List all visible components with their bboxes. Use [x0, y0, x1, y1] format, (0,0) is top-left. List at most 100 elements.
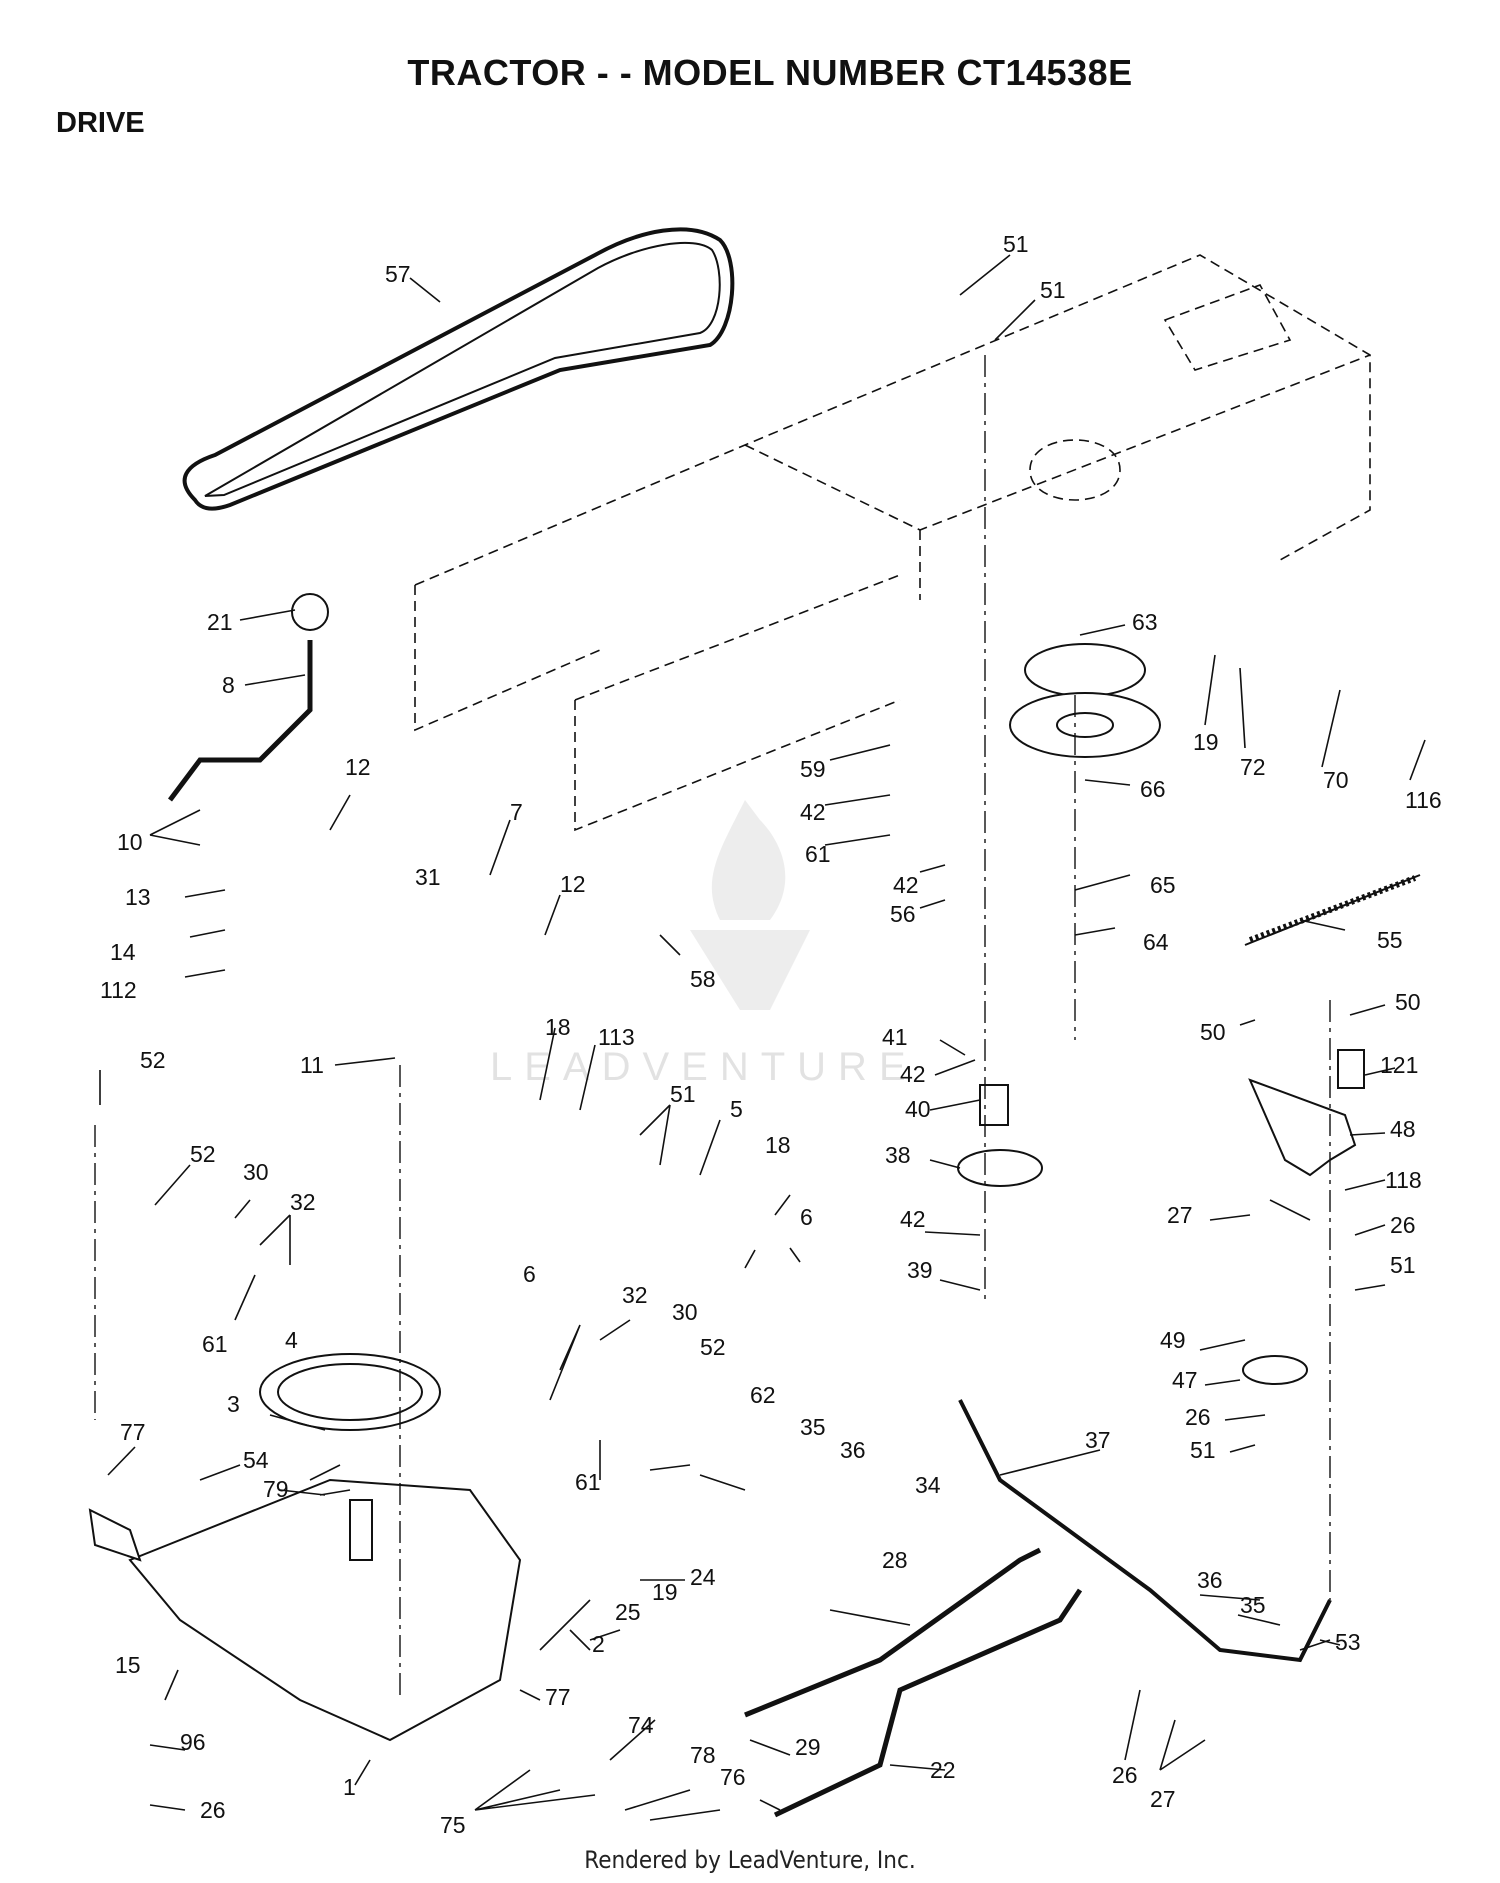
callout-32: 32 [622, 1282, 648, 1308]
spring-55 [1244, 874, 1421, 946]
callout-50: 50 [1200, 1019, 1226, 1045]
callout-26: 26 [200, 1797, 226, 1823]
callout-11: 11 [300, 1052, 324, 1078]
callout-63: 63 [1132, 609, 1158, 635]
callout-36: 36 [840, 1437, 866, 1463]
callout-53: 53 [1335, 1629, 1361, 1655]
callout-12: 12 [560, 871, 586, 897]
rod-28 [744, 1547, 1042, 1718]
callout-27: 27 [1167, 1202, 1193, 1228]
callout-35: 35 [1240, 1592, 1266, 1618]
leader-lines [99, 254, 1426, 1821]
callout-96: 96 [180, 1729, 206, 1755]
callout-70: 70 [1323, 767, 1349, 793]
callout-42: 42 [893, 872, 919, 898]
callout-18: 18 [765, 1132, 791, 1158]
callout-61: 61 [575, 1469, 601, 1495]
center-lines [94, 355, 1331, 1700]
callout-26: 26 [1112, 1762, 1138, 1788]
callout-18: 18 [545, 1014, 571, 1040]
callout-79: 79 [263, 1476, 289, 1502]
callout-42: 42 [900, 1061, 926, 1087]
callout-19: 19 [652, 1579, 678, 1605]
callout-55: 55 [1377, 927, 1403, 953]
callout-121: 121 [1380, 1052, 1418, 1078]
callout-3: 3 [227, 1391, 240, 1417]
callout-50: 50 [1395, 989, 1421, 1015]
callout-74: 74 [628, 1712, 654, 1738]
callout-36: 36 [1197, 1567, 1223, 1593]
callout-5: 5 [730, 1096, 743, 1122]
callout-25: 25 [615, 1599, 641, 1625]
callout-51: 51 [1003, 231, 1029, 257]
callout-77: 77 [120, 1419, 146, 1445]
callout-57: 57 [385, 261, 411, 287]
callout-51: 51 [1390, 1252, 1416, 1278]
callout-116: 116 [1405, 787, 1442, 813]
callout-12: 12 [345, 754, 371, 780]
callout-37: 37 [1085, 1427, 1111, 1453]
callout-39: 39 [907, 1257, 933, 1283]
pulley-3 [259, 1353, 441, 1431]
callout-52: 52 [140, 1047, 166, 1073]
callout-64: 64 [1143, 929, 1169, 955]
callout-38: 38 [885, 1142, 911, 1168]
callout-14: 14 [110, 939, 136, 965]
callout-52: 52 [190, 1141, 216, 1167]
callout-1: 1 [343, 1774, 356, 1800]
callout-61: 61 [202, 1331, 228, 1357]
pulley-63 [1009, 643, 1161, 758]
callout-77: 77 [545, 1684, 571, 1710]
callout-42: 42 [800, 799, 826, 825]
pulley-38 [957, 1084, 1043, 1187]
callout-26: 26 [1185, 1404, 1211, 1430]
watermark-text: LEADVENTURE [490, 1045, 918, 1089]
callout-31: 31 [415, 864, 441, 890]
callout-10: 10 [117, 829, 143, 855]
watermark-logo [690, 800, 810, 1010]
callout-56: 56 [890, 901, 916, 927]
callout-labels: 57 51 51 63 21 8 12 31 7 10 12 13 14 112… [100, 231, 1442, 1838]
callout-65: 65 [1150, 872, 1176, 898]
callout-52: 52 [700, 1334, 726, 1360]
callout-35: 35 [800, 1414, 826, 1440]
callout-8: 8 [222, 672, 235, 698]
shift-lever-8 [168, 593, 329, 802]
callout-76: 76 [720, 1764, 746, 1790]
callout-2: 2 [592, 1631, 605, 1657]
callout-19: 19 [1193, 729, 1219, 755]
callout-51: 51 [1040, 277, 1066, 303]
callout-26: 26 [1390, 1212, 1416, 1238]
callout-62: 62 [750, 1382, 776, 1408]
callout-7: 7 [510, 799, 523, 825]
callout-24: 24 [690, 1564, 716, 1590]
callout-22: 22 [930, 1757, 956, 1783]
callout-54: 54 [243, 1447, 269, 1473]
callout-48: 48 [1390, 1116, 1416, 1142]
callout-21: 21 [207, 609, 233, 635]
callout-28: 28 [882, 1547, 908, 1573]
callout-40: 40 [905, 1096, 931, 1122]
footer-credit: Rendered by LeadVenture, Inc. [584, 1846, 916, 1874]
callout-15: 15 [115, 1652, 141, 1678]
callout-27: 27 [1150, 1786, 1176, 1812]
callout-112: 112 [100, 977, 137, 1003]
callout-75: 75 [440, 1812, 466, 1838]
callout-34: 34 [915, 1472, 941, 1498]
drive-belt [182, 227, 735, 511]
callout-13: 13 [125, 884, 151, 910]
callout-59: 59 [800, 756, 826, 782]
callout-78: 78 [690, 1742, 716, 1768]
callout-32: 32 [290, 1189, 316, 1215]
callout-72: 72 [1240, 754, 1266, 780]
callout-49: 49 [1160, 1327, 1186, 1353]
callout-42: 42 [900, 1206, 926, 1232]
callout-51: 51 [670, 1081, 696, 1107]
callout-66: 66 [1140, 776, 1166, 802]
bracket-48 [1248, 1049, 1365, 1177]
rod-22 [773, 1588, 1083, 1818]
callout-61: 61 [805, 841, 831, 867]
page-title: TRACTOR - - MODEL NUMBER CT14538E [407, 52, 1133, 93]
callout-30: 30 [243, 1159, 269, 1185]
